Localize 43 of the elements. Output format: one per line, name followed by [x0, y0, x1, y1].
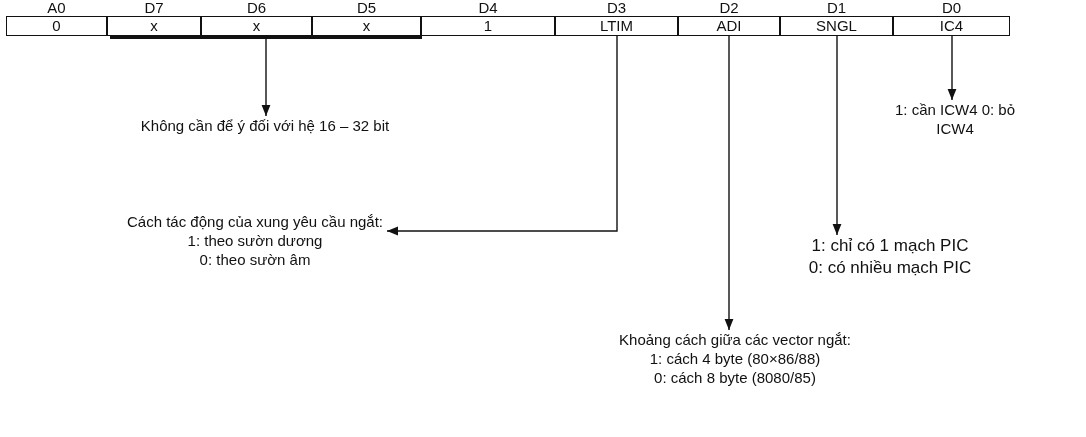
- annotation-text: 1: theo sườn dương: [186, 231, 324, 250]
- register-bit: [893, 0, 1010, 36]
- bit-value: x: [201, 16, 312, 36]
- annotation-text: 1: cách 4 byte (80×86/88): [648, 349, 822, 368]
- bit-name: D6: [245, 0, 268, 16]
- register-bit: [555, 0, 678, 36]
- bit-value: 0: [6, 16, 107, 36]
- register-bit: [6, 0, 107, 36]
- annotation-text: 0: có nhiều mạch PIC: [808, 257, 972, 279]
- arrow: [724, 35, 734, 331]
- bit-name: D1: [825, 0, 848, 16]
- annotation-text: 0: cách 8 byte (8080/85): [653, 368, 817, 387]
- bit-name: D7: [143, 0, 165, 16]
- register-bit: [780, 0, 893, 36]
- bit-value: x: [312, 16, 421, 36]
- bit-value: x: [107, 16, 201, 36]
- annotation-heading: Khoảng cách giữa các vector ngắt:: [619, 330, 851, 349]
- register-bit: [678, 0, 780, 36]
- bracket-bar: [110, 35, 422, 39]
- bit-value: LTIM: [555, 16, 678, 36]
- bit-value: IC4: [893, 16, 1010, 36]
- bit-name: D5: [355, 0, 378, 16]
- bit-value: SNGL: [780, 16, 893, 36]
- bit-value: 1: [421, 16, 555, 36]
- register-bit: [312, 0, 421, 36]
- annotation-text: 1: cần ICW4 0: bỏ ICW4: [893, 100, 1017, 138]
- bit-name: D0: [940, 0, 963, 16]
- register-bit: [421, 0, 555, 36]
- annotation-text: Không cần để ý đối với hệ 16 – 32 bit: [140, 116, 390, 135]
- bit-name: D3: [605, 0, 628, 16]
- bit-name: D2: [718, 0, 740, 16]
- annotation-text: 0: theo sườn âm: [198, 250, 312, 269]
- arrow: [261, 38, 271, 117]
- bit-name: D4: [477, 0, 499, 16]
- annotation-text: 1: chỉ có 1 mạch PIC: [810, 235, 970, 257]
- bit-value: ADI: [678, 16, 780, 36]
- annotation-heading: Cách tác động của xung yêu cầu ngắt:: [127, 212, 383, 231]
- bit-name: A0: [46, 0, 67, 16]
- register-bit: [201, 0, 312, 36]
- arrow: [947, 35, 957, 101]
- register-bit: [107, 0, 201, 36]
- arrow: [386, 35, 618, 236]
- arrow: [832, 35, 842, 236]
